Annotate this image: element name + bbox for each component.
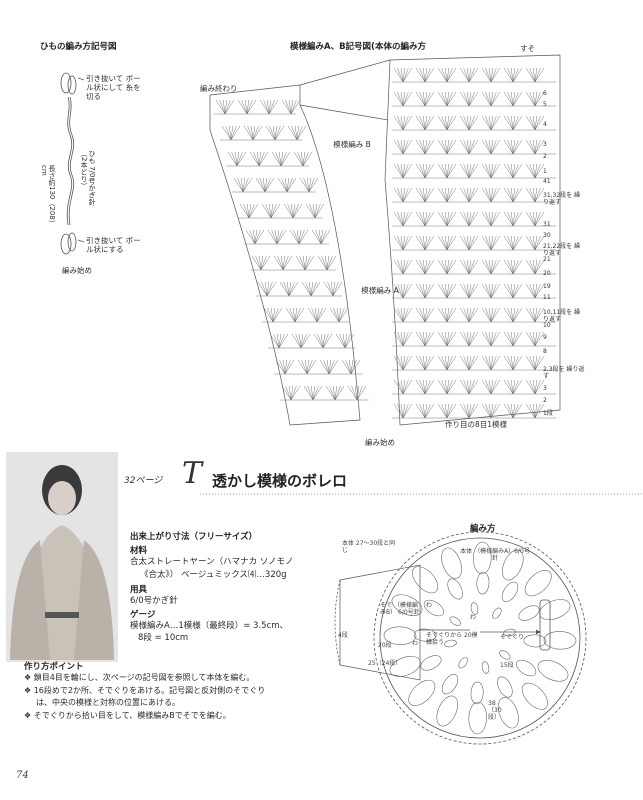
row-label: 6 <box>543 90 547 97</box>
material-line-2: 《合太》） ベージュミックス⑷…320g <box>140 569 287 580</box>
material-label: 材料 <box>130 546 148 556</box>
cord-start-label: 編み始め <box>62 266 92 275</box>
model-photo <box>6 452 118 662</box>
row-label: 1段 <box>543 410 553 417</box>
instruction-3: は、中央の模様と対称の位置にあける。 <box>36 698 180 707</box>
cord-chart-title: ひもの編み方記号図 <box>40 42 117 52</box>
cord-hook: ひも 7/0号かぎ針（2本どり） <box>80 150 96 206</box>
ring-mark-2: わ <box>412 640 419 647</box>
cord-chart-drawing <box>60 72 85 255</box>
label-pattern-a: 模様編み A <box>361 286 399 295</box>
assembly-diagram <box>334 531 587 745</box>
body-15-rows: 15段 <box>500 662 514 669</box>
row-label: 10 <box>543 322 551 329</box>
row-label: 5 <box>543 101 547 108</box>
gauge-line-1: 模様編みA…1模様（最終段）= 3.5cm、 <box>130 620 289 631</box>
sleeve-20-rows: 20段 <box>378 642 392 649</box>
gauge-line-2: 8段 = 10cm <box>138 633 189 643</box>
sleeve-4-rows: 4段 <box>338 632 348 639</box>
body-38-rows: 38（30段） <box>488 700 502 721</box>
row-label: 21 <box>543 256 551 263</box>
sleeve-25-rows: 25（24段） <box>368 660 402 667</box>
row-label: 20 <box>543 270 551 277</box>
main-chart-outline <box>209 54 561 426</box>
row-label: 19 <box>543 283 551 290</box>
chart-fan-rows <box>214 67 556 419</box>
specs-block: 出来上がり寸法（フリーサイズ） 材料 合太ストレートヤーン（ハマナカ ソノモノ … <box>130 530 330 645</box>
instruction-4: ❖ そでぐりから拾い目をして、模様編みBでそでを編む。 <box>24 710 231 720</box>
page-number: 74 <box>16 770 29 781</box>
row-label: 10,11段を 繰り返す <box>543 309 581 323</box>
row-label: 4 <box>543 121 547 128</box>
label-pattern-b: 模様編み B <box>333 140 371 149</box>
instruction-2: ❖ 16段めで2か所、そでぐりをあける。記号図と反対側のそでぐり <box>24 685 266 695</box>
pickup-note: そでぐりから 20模様拾う <box>426 632 478 646</box>
row-label: 8 <box>543 348 547 355</box>
tools-label: 用具 <box>130 585 148 595</box>
row-label: 2,3段を 繰り返す <box>543 366 585 380</box>
hem-top-mark: すそ <box>520 44 535 53</box>
project-letter: T <box>182 456 203 491</box>
size-label: 出来上がり寸法（フリーサイズ） <box>130 532 258 542</box>
ring-mark-1: わ <box>426 602 433 609</box>
tools-value: 6/0号かぎ針 <box>130 596 178 606</box>
row-label: 31 <box>543 221 551 228</box>
instruction-1: ❖ 鎖目4目を輪にし、次ページの記号図を参照して本体を編む。 <box>24 673 255 682</box>
leaf-pattern <box>383 541 577 735</box>
gauge-label: ゲージ <box>130 609 156 620</box>
project-title: 透かし模様のボレロ <box>212 472 348 490</box>
cord-top-note: 引き抜いて ボール状にして 糸を切る <box>86 74 141 101</box>
row-label: 31,32段を 繰り返す <box>543 192 581 206</box>
armhole-label: そでぐり <box>500 634 525 641</box>
chart-end-label: 編み終わり <box>200 84 238 93</box>
cord-bottom-note: 引き抜いて ボール状にする <box>86 236 141 254</box>
row-label: 30 <box>543 232 551 239</box>
diagram-title: 編み方 <box>470 524 496 534</box>
row-label: 2 <box>543 397 547 404</box>
page-reference: 32ページ <box>124 476 163 486</box>
chart-foundation-label: 作り目の8目1模様 <box>445 420 508 429</box>
material-line-1: 合太ストレートヤーン（ハマナカ ソノモノ <box>130 557 294 567</box>
pattern-chart-title: 模様編みA、B記号図(本体の編み方 <box>290 42 426 52</box>
instructions-block: 作り方ポイント ❖ 鎖目4目を輪にし、次ページの記号図を参照して本体を編む。 ❖… <box>24 660 334 722</box>
sleeve-label: そで （模様編みB） 6/0号針 <box>380 602 420 616</box>
row-label: 3 <box>543 385 547 392</box>
ring-mark-3: わ <box>470 614 477 621</box>
body-label: 本体 （模様編みA）6/0号針 <box>460 548 530 562</box>
chart-start-label: 編み始め <box>365 438 395 447</box>
row-label: 21,22段を 繰り返す <box>543 243 581 257</box>
row-label: 1 <box>543 168 547 175</box>
row-label: 2 <box>543 153 547 160</box>
instructions-title: 作り方ポイント <box>24 662 84 672</box>
row-label: 9 <box>543 334 547 341</box>
cord-length: 長さ約130（208）cm <box>40 165 56 227</box>
row-label: 11 <box>543 294 551 301</box>
body-note: 本体 27〜30段と同じ <box>342 540 396 554</box>
row-label: 41 <box>543 178 551 185</box>
row-label: 3 <box>543 141 547 148</box>
